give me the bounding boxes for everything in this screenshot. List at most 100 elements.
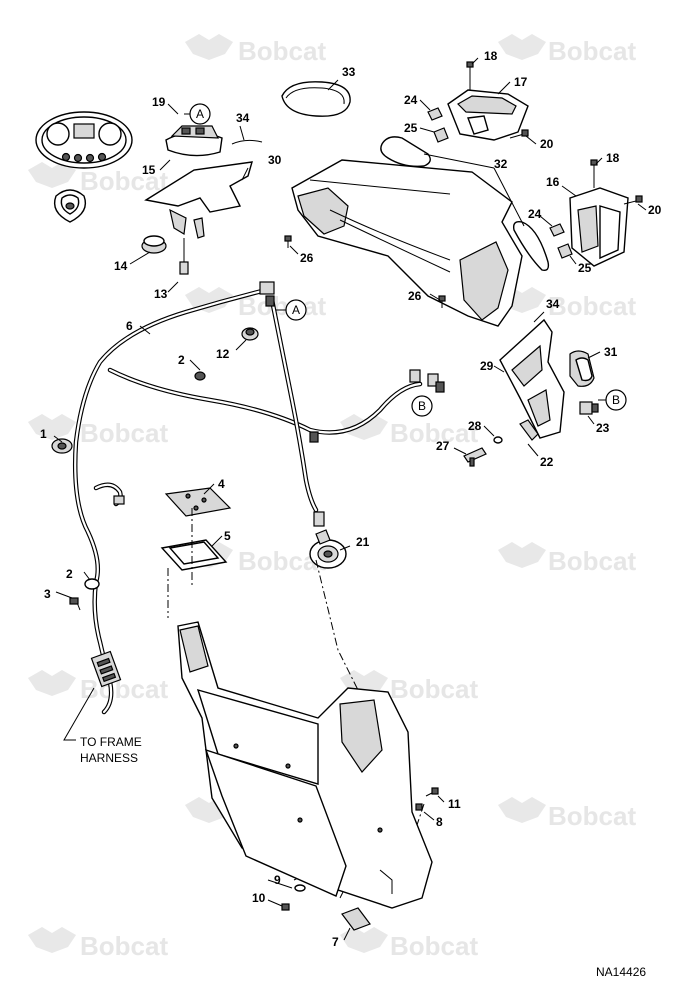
fastener-24a	[427, 107, 443, 121]
callout-24: 24	[404, 93, 418, 107]
screw-20b	[623, 195, 643, 205]
reference-b-label: B	[612, 393, 620, 407]
note-line-2: HARNESS	[80, 751, 138, 765]
control-module	[447, 89, 529, 141]
watermark-text: Bobcat	[548, 36, 636, 66]
watermark-text: Bobcat	[548, 291, 636, 321]
gasket-loop-right	[512, 220, 550, 272]
bolt-18a	[466, 61, 474, 90]
callout-18: 18	[484, 49, 498, 63]
harness-connector-top	[259, 281, 275, 307]
screw-26a	[284, 235, 292, 248]
callout-7: 7	[332, 935, 339, 949]
watermark-logo-icon	[28, 670, 76, 696]
callout-30: 30	[268, 153, 282, 167]
frame-harness-note: TO FRAME HARNESS	[63, 687, 142, 765]
screw-11	[425, 787, 439, 797]
harness-connector-bottom	[90, 650, 122, 688]
screw-8	[415, 803, 423, 811]
bracket-22	[519, 419, 539, 441]
watermark-logo-icon	[185, 34, 233, 60]
callout-20: 20	[540, 137, 554, 151]
seal-5	[160, 539, 228, 571]
callout-24: 24	[528, 207, 542, 221]
grommet-12	[241, 327, 259, 341]
reference-a-top: A	[184, 103, 211, 125]
callout-33: 33	[342, 65, 356, 79]
cluster-gasket	[53, 189, 87, 223]
callout-17: 17	[514, 75, 528, 89]
side-module	[569, 187, 629, 267]
callout-31: 31	[604, 345, 618, 359]
watermark-logo-icon	[28, 414, 76, 440]
dashboard-panel	[291, 159, 523, 327]
watermark-logo-icon	[498, 797, 546, 823]
callout-28: 28	[468, 419, 482, 433]
watermark-text: Bobcat	[80, 418, 168, 448]
washer-28	[493, 436, 503, 444]
watermark-text: Bobcat	[390, 931, 478, 961]
callout-22: 22	[540, 455, 554, 469]
cable-loop	[281, 81, 351, 117]
screw-26b	[438, 295, 446, 308]
reference-b-side: B	[598, 389, 627, 411]
callout-11: 11	[448, 797, 461, 811]
callout-3: 3	[44, 587, 51, 601]
side-panel-29	[499, 318, 565, 439]
callout-18: 18	[606, 151, 620, 165]
callout-25: 25	[404, 121, 418, 135]
clip-2b	[84, 578, 100, 590]
horn-21	[309, 529, 347, 569]
mounting-bracket	[144, 161, 253, 239]
fastener-25b	[557, 243, 573, 259]
screw-20a	[509, 129, 529, 139]
callout-13: 13	[154, 287, 168, 301]
nut-10	[281, 903, 290, 911]
watermark-logo-icon	[28, 927, 76, 953]
callout-8: 8	[436, 815, 443, 829]
callout-23: 23	[596, 421, 610, 435]
callout-27: 27	[436, 439, 450, 453]
callout-29: 29	[480, 359, 494, 373]
callout-2: 2	[66, 567, 73, 581]
washer-9	[294, 884, 306, 892]
wiring-harness	[72, 287, 423, 715]
callout-10: 10	[252, 891, 266, 905]
reference-a-label: A	[292, 303, 300, 317]
reference-b-label: B	[418, 399, 426, 413]
callout-1: 1	[40, 427, 47, 441]
watermark-text: Bobcat	[80, 166, 168, 196]
instrument-cluster	[35, 111, 133, 169]
callout-15: 15	[142, 163, 156, 177]
harness-connector-b	[409, 369, 445, 393]
watermark-text: Bobcat	[390, 674, 478, 704]
callout-2: 2	[178, 353, 185, 367]
callout-34: 34	[546, 297, 560, 311]
watermark-logo-icon	[498, 34, 546, 60]
connector-23	[579, 401, 599, 415]
callout-9: 9	[274, 873, 281, 887]
key-27	[463, 447, 487, 467]
callout-12: 12	[216, 347, 230, 361]
watermark-text: Bobcat	[548, 801, 636, 831]
callout-34: 34	[236, 111, 250, 125]
watermark-text: Bobcat	[80, 674, 168, 704]
callout-32: 32	[494, 157, 508, 171]
fastener-24b	[549, 223, 565, 237]
clip-2a	[194, 371, 206, 381]
callout-labels: 1 2 2 3 4 5 6 7 8 9 10 11 12 13 14 15 16…	[40, 49, 662, 949]
leader-lines	[53, 57, 647, 941]
watermark-logo-icon	[340, 927, 388, 953]
connector-13	[179, 238, 189, 275]
switch-panel	[165, 125, 223, 157]
cover-31	[569, 350, 595, 387]
bolt-18b	[590, 159, 598, 188]
callout-20: 20	[648, 203, 662, 217]
harness-connector-horn	[313, 511, 325, 527]
drawing-number: NA14426	[596, 965, 646, 979]
plate-4	[164, 487, 232, 517]
watermark-text: Bobcat	[548, 546, 636, 576]
callout-26: 26	[408, 289, 422, 303]
watermark-text: Bobcat	[238, 36, 326, 66]
